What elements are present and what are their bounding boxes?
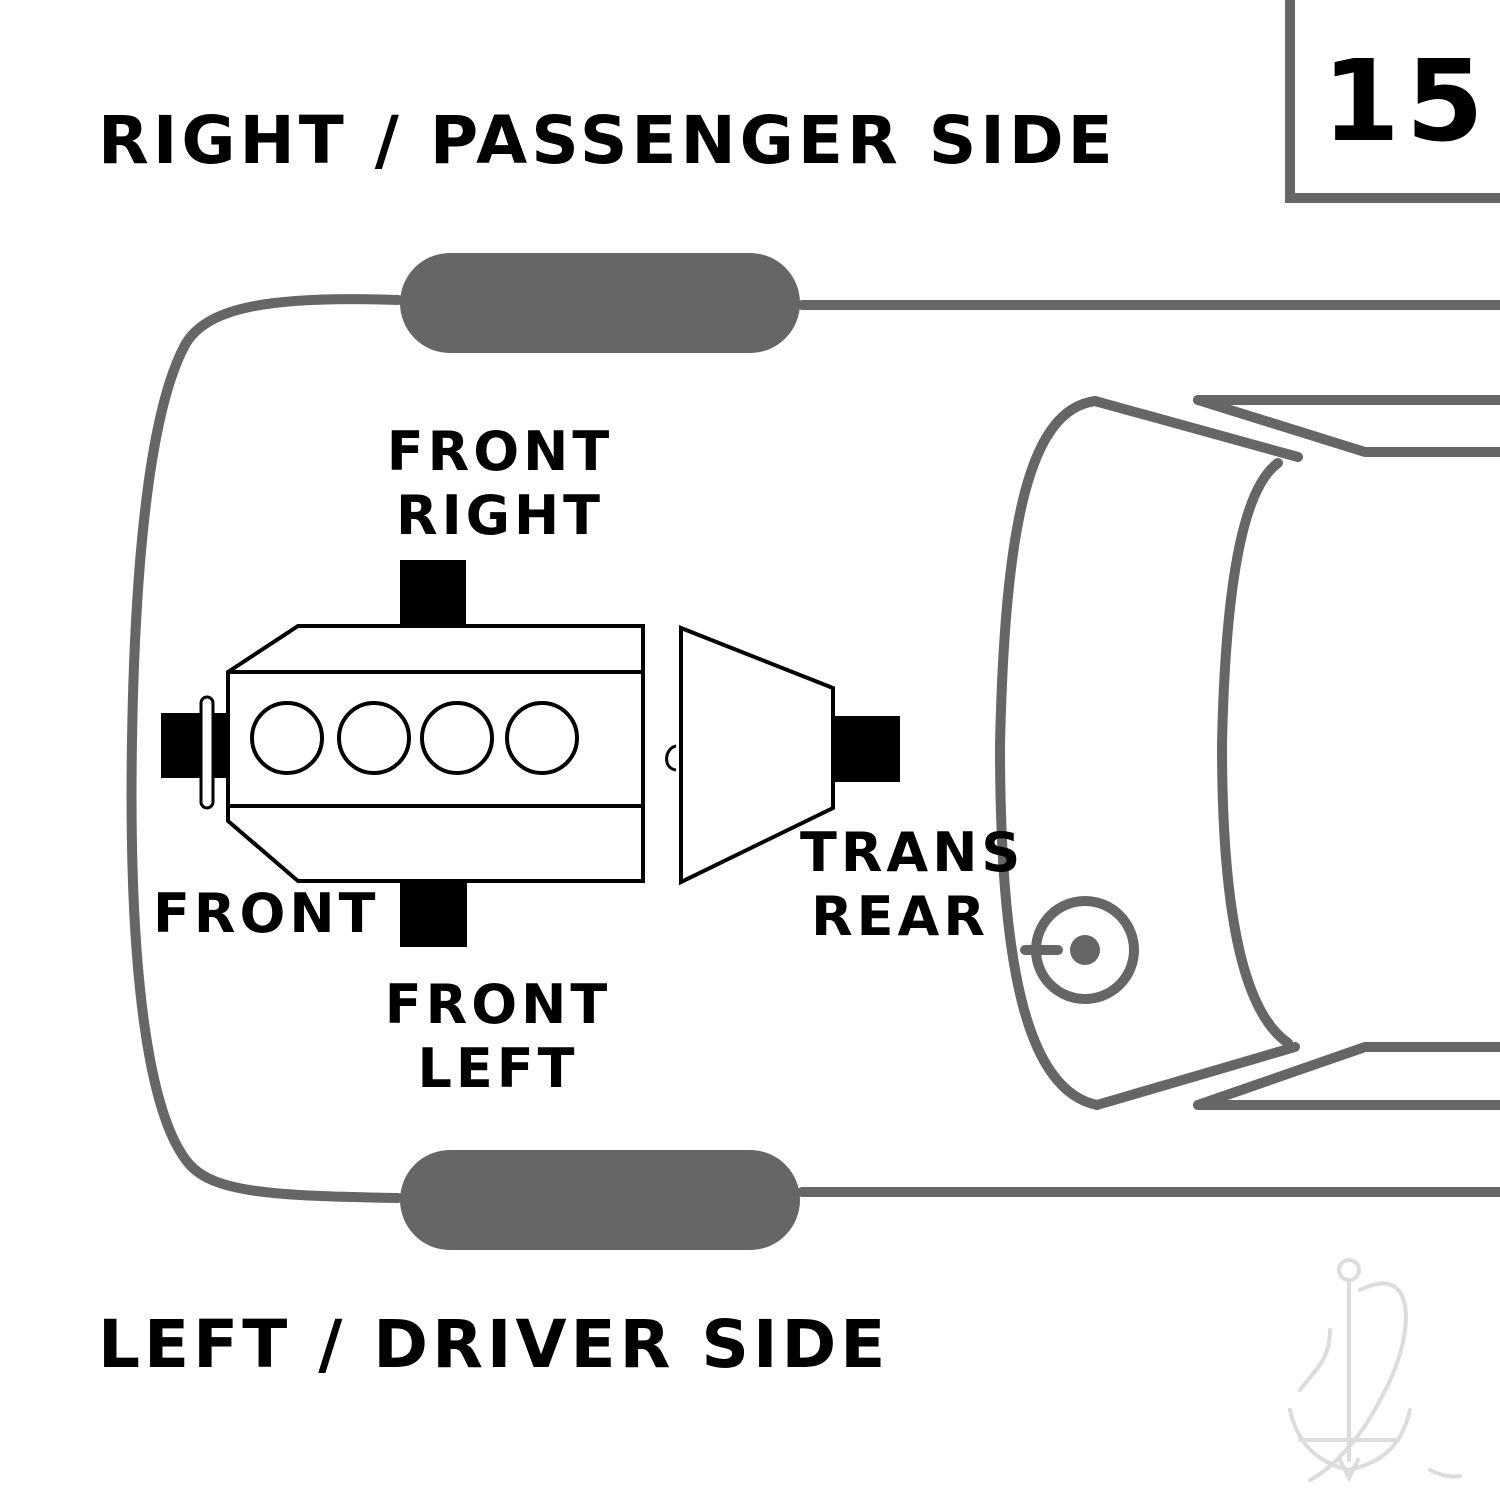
mount-front-left <box>400 881 467 947</box>
trans-rear-mount-label: TRANS REAR <box>800 821 1025 954</box>
front-left-mount-label: FRONT LEFT <box>378 978 618 1106</box>
mount-trans-rear <box>833 716 900 782</box>
mount-front-right <box>400 560 466 626</box>
front-right-label-line1: FRONT <box>386 420 614 483</box>
transmission <box>679 625 835 886</box>
car-body-outline <box>126 294 1500 1203</box>
mount-front-inner <box>213 713 228 778</box>
tire-front-left <box>400 1150 800 1250</box>
trans-rear-label-line1: TRANS <box>800 821 1025 884</box>
cab-outline <box>995 395 1500 1110</box>
crank-pulley-pin <box>199 695 215 810</box>
tire-front-right <box>400 253 800 353</box>
driver-side-label: LEFT / DRIVER SIDE <box>98 1306 890 1383</box>
anchor-logo-icon <box>1288 1258 1462 1483</box>
transmission-coupling <box>665 744 677 772</box>
front-left-label-line1: FRONT <box>384 973 612 1036</box>
front-right-label-line2: RIGHT <box>395 484 605 547</box>
rear-mount-symbol <box>1020 896 1139 1004</box>
engine-cylinders <box>250 701 579 775</box>
front-left-label-line2: LEFT <box>417 1037 579 1100</box>
passenger-side-label: RIGHT / PASSENGER SIDE <box>98 102 1117 179</box>
cylinder <box>505 701 579 775</box>
diagram-number: 15 <box>1322 37 1490 167</box>
diagram-number-frame <box>1285 0 1500 203</box>
front-mount-label: FRONT <box>153 882 380 945</box>
front-right-mount-label: FRONT RIGHT <box>380 425 620 553</box>
cylinder <box>250 701 324 775</box>
cylinder <box>420 701 494 775</box>
trans-rear-label-line2: REAR <box>811 885 989 948</box>
mount-front <box>161 713 201 778</box>
cylinder <box>337 701 411 775</box>
